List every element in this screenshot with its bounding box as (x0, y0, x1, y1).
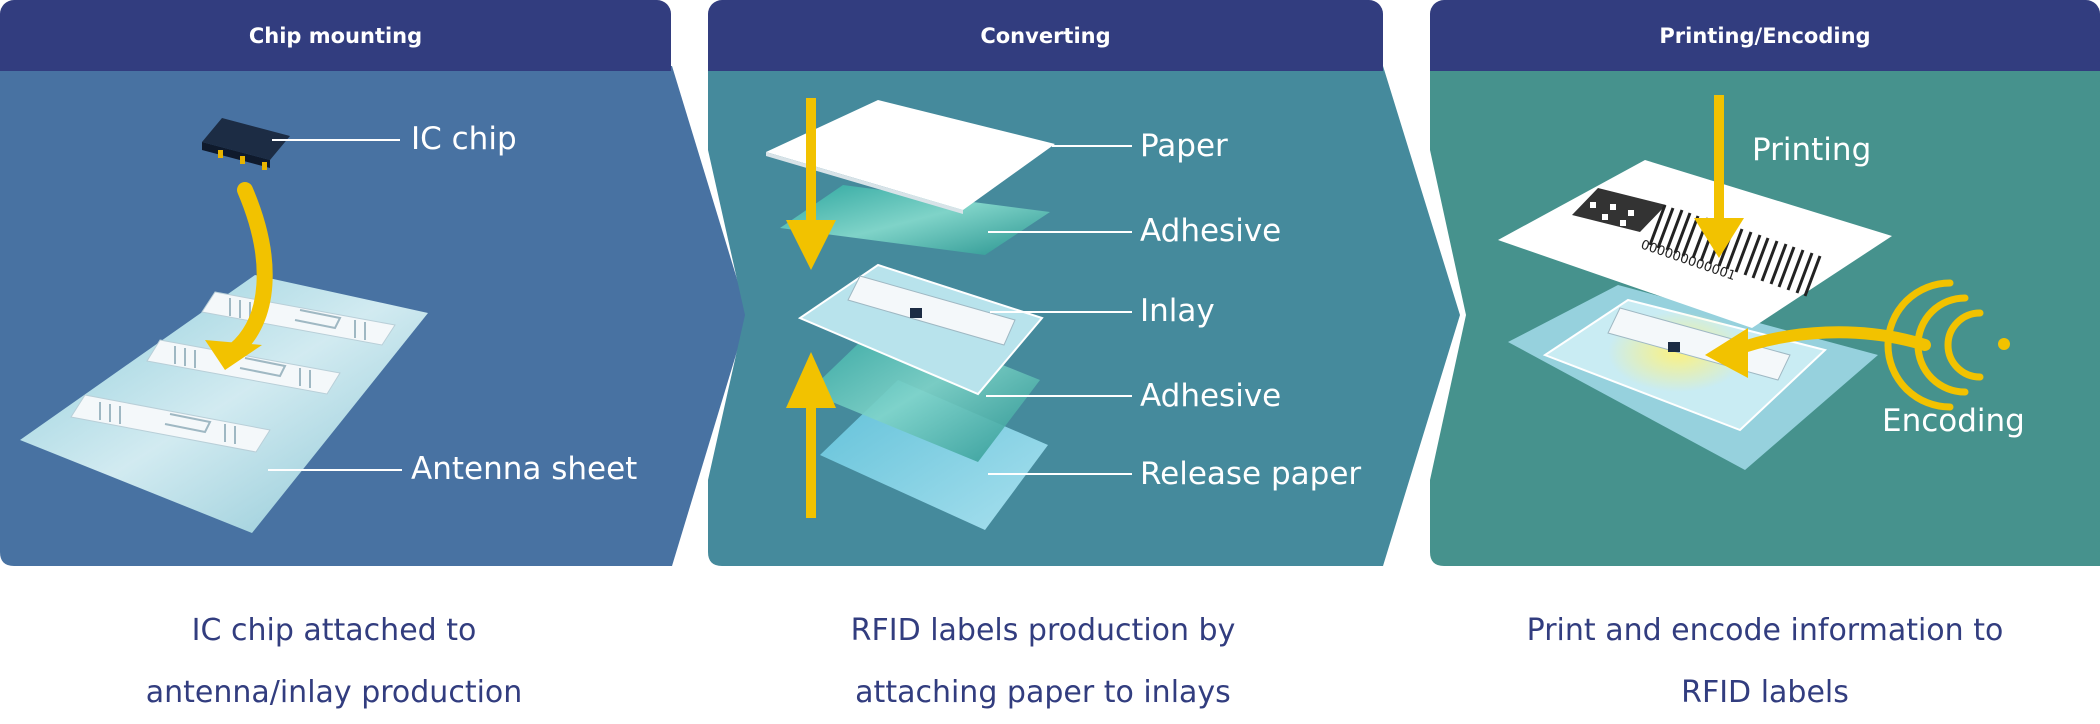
label-printing: Printing (1752, 132, 1872, 168)
mount-arrow (227, 182, 273, 358)
label-antenna-sheet: Antenna sheet (411, 451, 638, 487)
ic-chip-illustration (202, 118, 290, 170)
label-paper: Paper (1140, 128, 1228, 164)
antenna-sheet-illustration (20, 275, 428, 533)
header-converting: Converting (708, 0, 1383, 71)
label-release-paper: Release paper (1140, 456, 1362, 492)
caption-printing-encoding: Print and encode information to RFID lab… (1415, 600, 2100, 724)
caption-converting: RFID labels production by attaching pape… (693, 600, 1393, 724)
converting-layers (766, 100, 1055, 530)
caption-line: RFID labels (1681, 675, 1849, 710)
printing-arrow (1694, 95, 1744, 258)
caption-chip-mounting: IC chip attached to antenna/inlay produc… (0, 600, 684, 724)
header-printing-encoding: Printing/Encoding (1430, 0, 2100, 71)
label-adhesive-top: Adhesive (1140, 213, 1282, 249)
converting-arrows (786, 98, 836, 518)
label-encoding: Encoding (1882, 403, 2025, 439)
caption-line: IC chip attached to (191, 613, 477, 648)
caption-line: antenna/inlay production (145, 675, 523, 710)
header-chip-mounting: Chip mounting (0, 0, 671, 71)
encoding-arrow (1729, 326, 1931, 356)
label-adhesive-bottom: Adhesive (1140, 378, 1282, 414)
wireless-signal-icon (1884, 279, 1984, 411)
caption-line: RFID labels production by (850, 613, 1236, 648)
label-ic-chip: IC chip (411, 121, 517, 157)
label-inlay: Inlay (1140, 293, 1215, 329)
caption-line: Print and encode information to (1526, 613, 2004, 648)
qr-code-icon (1572, 188, 1666, 232)
caption-line: attaching paper to inlays (855, 675, 1231, 710)
